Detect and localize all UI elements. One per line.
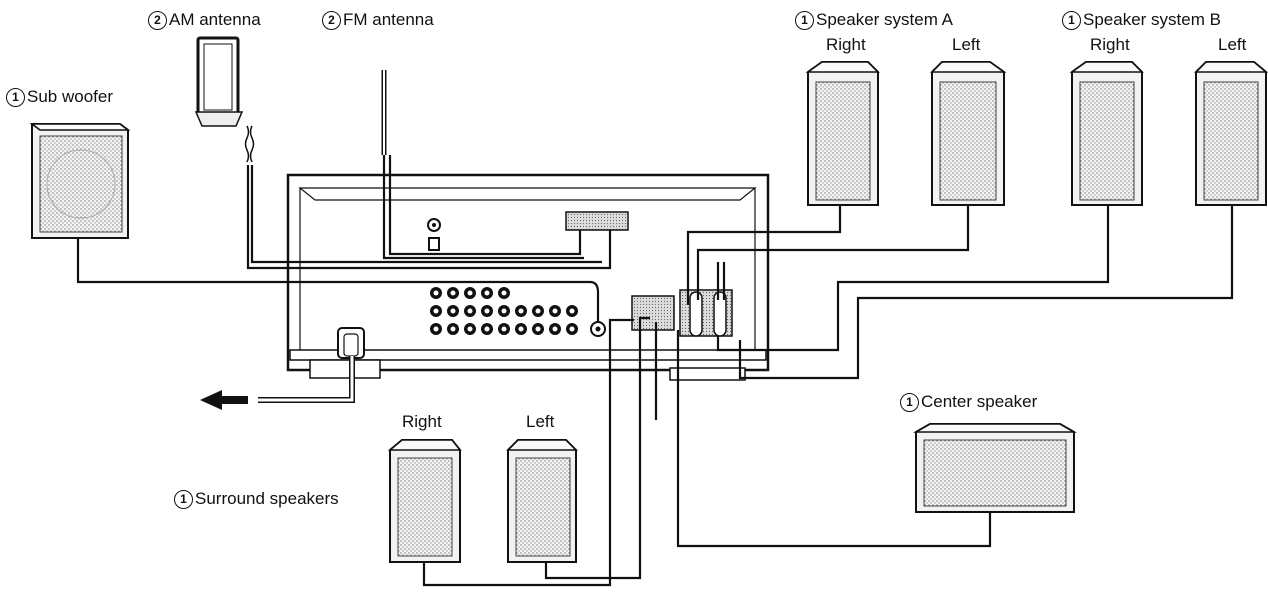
marker-1-icon: 1 [174,490,193,509]
speaker-a-left-icon [930,61,1007,206]
speaker-a-right-icon [805,61,880,206]
marker-1-icon: 1 [1062,11,1081,30]
am-antenna-icon [194,36,255,163]
surround-right-icon [387,439,462,563]
marker-1-icon: 1 [795,11,814,30]
am-antenna-text: AM antenna [169,10,261,29]
marker-2-icon: 2 [148,11,167,30]
speaker-system-a-text: Speaker system A [816,10,954,29]
surround-right-label: Right [402,412,442,431]
fm-antenna-text: FM antenna [343,10,434,29]
sub-woofer-icon [29,123,131,239]
marker-2-icon: 2 [322,11,341,30]
surround-left-icon [506,439,578,563]
marker-1-icon: 1 [900,393,919,412]
b-left-label: Left [1218,35,1247,54]
speaker-b-right-icon [1069,61,1144,206]
am-terminal-block [565,211,629,231]
wiring [76,70,1234,587]
marker-1-icon: 1 [6,88,25,107]
speaker-system-b-text: Speaker system B [1083,10,1221,29]
b-right-label: Right [1090,35,1130,54]
a-right-label: Right [826,35,866,54]
surround-speakers-text: Surround speakers [195,489,339,508]
surround-terminals [631,295,675,331]
fm-terminal [428,237,440,251]
surround-left-label: Left [526,412,555,431]
center-speaker-text: Center speaker [921,392,1038,411]
center-speaker-icon [912,423,1078,513]
power-arrow-icon [200,390,248,410]
sub-woofer-text: Sub woofer [27,87,113,106]
a-left-label: Left [952,35,981,54]
rca-jacks [430,287,606,337]
receiver [286,173,770,381]
speaker-b-left-icon [1194,61,1268,206]
